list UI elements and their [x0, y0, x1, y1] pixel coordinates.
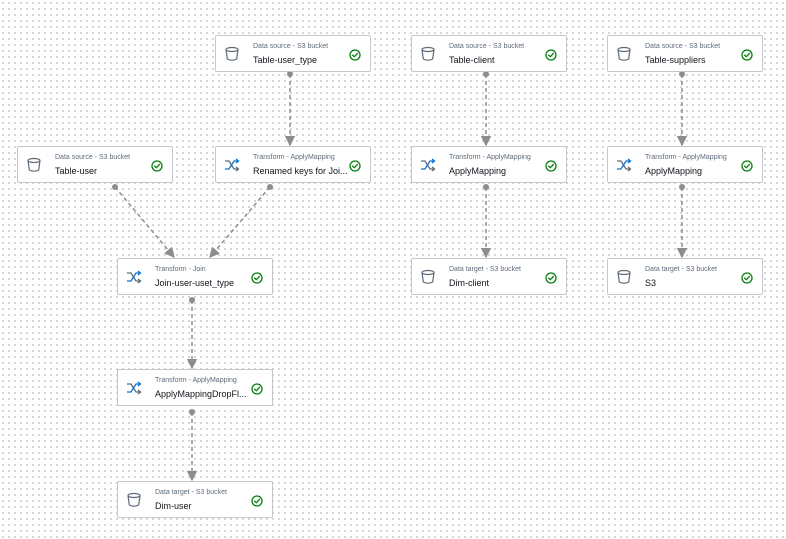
- node-type-label: Data source - S3 bucket: [253, 43, 329, 50]
- node-name: S3: [645, 278, 657, 288]
- node-type-label: Data target - S3 bucket: [449, 266, 521, 273]
- edge-renamed-keys-to-join: [209, 184, 273, 258]
- edge-table-user-type-to-renamed-keys: [284, 71, 296, 147]
- edge-join-to-applymapping-dropfields: [186, 297, 198, 370]
- success-check-icon: [545, 48, 557, 61]
- edge-handle: [483, 184, 489, 190]
- transform-icon: [419, 156, 437, 174]
- success-check-icon: [349, 48, 361, 61]
- node-name: Table-user_type: [253, 55, 318, 65]
- node-name: ApplyMapping: [449, 166, 507, 176]
- bucket-icon: [419, 45, 437, 63]
- bucket-icon: [615, 45, 633, 63]
- node-type-label: Data target - S3 bucket: [645, 266, 717, 273]
- node-name: ApplyMapping: [645, 166, 703, 176]
- node-type-label: Transform - ApplyMapping: [253, 154, 335, 161]
- bucket-icon: [615, 268, 633, 286]
- edge-handle: [679, 184, 685, 190]
- node-type-label: Data target - S3 bucket: [155, 489, 227, 496]
- bucket-icon: [419, 268, 437, 286]
- success-check-icon: [741, 271, 753, 284]
- edge-applymapping-dropfields-to-dim-user: [186, 409, 198, 482]
- node-type-label: Transform - Join: [155, 266, 206, 273]
- bucket-icon: [223, 45, 241, 63]
- bucket-icon: [125, 491, 143, 509]
- node-name: Table-suppliers: [645, 55, 706, 65]
- edge-handle: [189, 409, 195, 415]
- transform-icon: [125, 268, 143, 286]
- success-check-icon: [251, 382, 263, 395]
- node-type-label: Transform - ApplyMapping: [449, 154, 531, 161]
- node-name: Dim-client: [449, 278, 490, 288]
- transform-icon: [615, 156, 633, 174]
- node-type-label: Transform - ApplyMapping: [155, 377, 237, 384]
- edge-handle: [267, 184, 273, 190]
- edge-applymapping-suppliers-to-s3-target: [676, 184, 688, 259]
- node-name: Table-client: [449, 55, 495, 65]
- edge-table-user-to-join: [112, 184, 175, 259]
- bucket-icon: [25, 156, 43, 174]
- transform-icon: [125, 379, 143, 397]
- transform-icon: [223, 156, 241, 174]
- success-check-icon: [251, 494, 263, 507]
- edge-applymapping-client-to-dim-client: [480, 184, 492, 259]
- node-name: Join-user-uset_type: [155, 278, 235, 288]
- edge-handle: [679, 71, 685, 77]
- edge-handle: [287, 71, 293, 77]
- success-check-icon: [151, 159, 163, 172]
- edge-handle: [112, 184, 118, 190]
- edge-handle: [483, 71, 489, 77]
- success-check-icon: [545, 271, 557, 284]
- success-check-icon: [545, 159, 557, 172]
- edge-table-client-to-applymapping-client: [480, 71, 492, 147]
- node-name: Renamed keys for Joi...: [253, 166, 348, 176]
- success-check-icon: [741, 159, 753, 172]
- node-type-label: Transform - ApplyMapping: [645, 154, 727, 161]
- success-check-icon: [741, 48, 753, 61]
- success-check-icon: [349, 159, 361, 172]
- node-type-label: Data source - S3 bucket: [449, 43, 525, 50]
- success-check-icon: [251, 271, 263, 284]
- node-name: Dim-user: [155, 501, 192, 511]
- node-type-label: Data source - S3 bucket: [645, 43, 721, 50]
- edge-table-suppliers-to-applymapping-suppliers: [676, 71, 688, 147]
- node-name: ApplyMappingDropFl...: [155, 389, 247, 399]
- node-type-label: Data source - S3 bucket: [55, 154, 131, 161]
- node-name: Table-user: [55, 166, 98, 176]
- edge-handle: [189, 297, 195, 303]
